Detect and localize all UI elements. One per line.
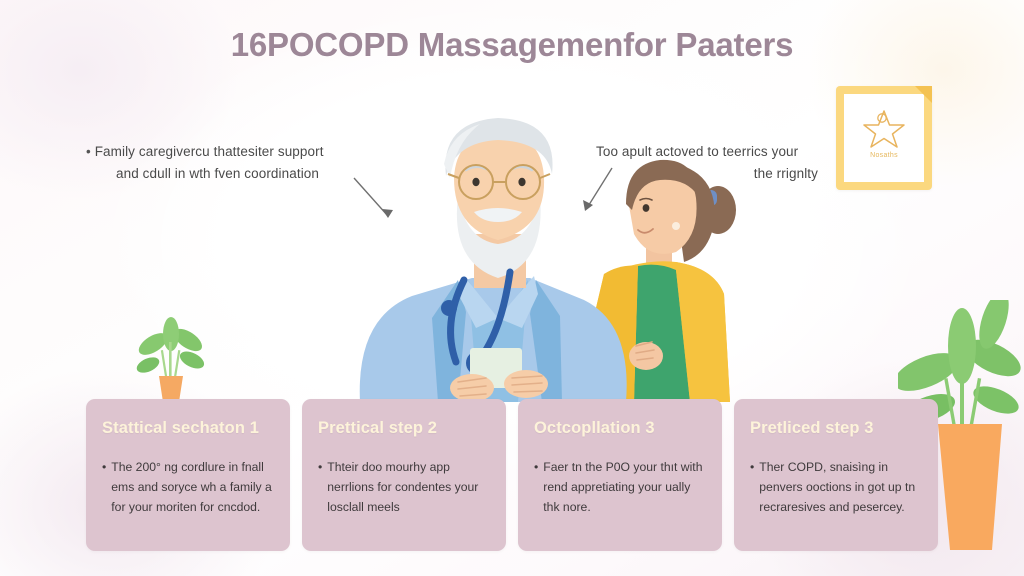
arrow-down-left-icon xyxy=(583,167,613,211)
callout-left-line1: Family caregivercu thattesiter support xyxy=(94,144,324,159)
elderly-doctor-figure xyxy=(359,118,627,402)
plant-leaves-right xyxy=(898,300,1021,428)
card-1-text: The 200° ng cordlure in fnall ems and so… xyxy=(111,460,272,514)
plant-leaves-left xyxy=(136,317,205,379)
card-4[interactable]: Pretliced step 3 • Ther COPD, snaisìng i… xyxy=(734,399,938,551)
callout-left-bullet: • xyxy=(86,144,91,159)
plant-pot-right xyxy=(938,424,1002,550)
callout-right-line1: Too apult actoved to teerrics your xyxy=(596,144,799,159)
star-icon xyxy=(863,110,905,148)
page-title: 16POCOPD Massagemenfor Paaters xyxy=(230,26,794,63)
potted-plant-small xyxy=(136,317,205,402)
arrow-down-right-icon xyxy=(353,177,393,218)
plant-pot-left xyxy=(159,376,183,402)
cards-row: Stattical sechaton 1 • The 200° ng cordl… xyxy=(86,399,938,551)
card-3-text: Faer tn the P0O your thıt with rend appr… xyxy=(543,460,703,514)
card-4-text: Ther COPD, snaisìng in penvers ooctions … xyxy=(759,460,916,514)
card-2-text: Thteir doo mourhy app nerrlions for cond… xyxy=(327,460,479,514)
callout-left-line2: and cdull in wth fven coordination xyxy=(116,166,320,182)
callout-right: Too apult actoved to teerrics your the r… xyxy=(596,141,846,186)
card-2[interactable]: Prettical step 2 • Thteir doo mourhy app… xyxy=(302,399,506,551)
card-2-body: • Thteir doo mourhy app nerrlions for co… xyxy=(318,458,490,517)
callout-left: • Family caregivercu thattesiter support… xyxy=(86,141,386,186)
note-card-inner: Nosaths xyxy=(844,94,924,182)
note-card-label: Nosaths xyxy=(870,152,898,159)
card-3[interactable]: Octcopllation 3 • Faer tn the P0O your t… xyxy=(518,399,722,551)
note-card[interactable]: Nosaths xyxy=(836,86,932,190)
illustration-doctor-and-patient xyxy=(359,118,736,402)
card-1-title: Stattical sechaton 1 xyxy=(102,419,259,437)
card-2-bullet: • xyxy=(318,460,323,474)
card-2-title: Prettical step 2 xyxy=(318,419,437,437)
card-1-bullet: • xyxy=(102,460,107,474)
card-1-body: • The 200° ng cordlure in fnall ems and … xyxy=(102,458,274,517)
card-4-bullet: • xyxy=(750,460,755,474)
card-4-body: • Ther COPD, snaisìng in penvers ooction… xyxy=(750,458,922,517)
card-1[interactable]: Stattical sechaton 1 • The 200° ng cordl… xyxy=(86,399,290,551)
potted-plant-large xyxy=(898,300,1021,550)
callout-right-line2: the rrignlty xyxy=(753,166,818,182)
card-3-body: • Faer tn the P0O your thıt with rend ap… xyxy=(534,458,706,517)
card-3-bullet: • xyxy=(534,460,539,474)
note-card-fold-corner xyxy=(915,86,932,103)
card-4-title: Pretliced step 3 xyxy=(750,419,874,437)
card-3-title: Octcopllation 3 xyxy=(534,419,655,437)
